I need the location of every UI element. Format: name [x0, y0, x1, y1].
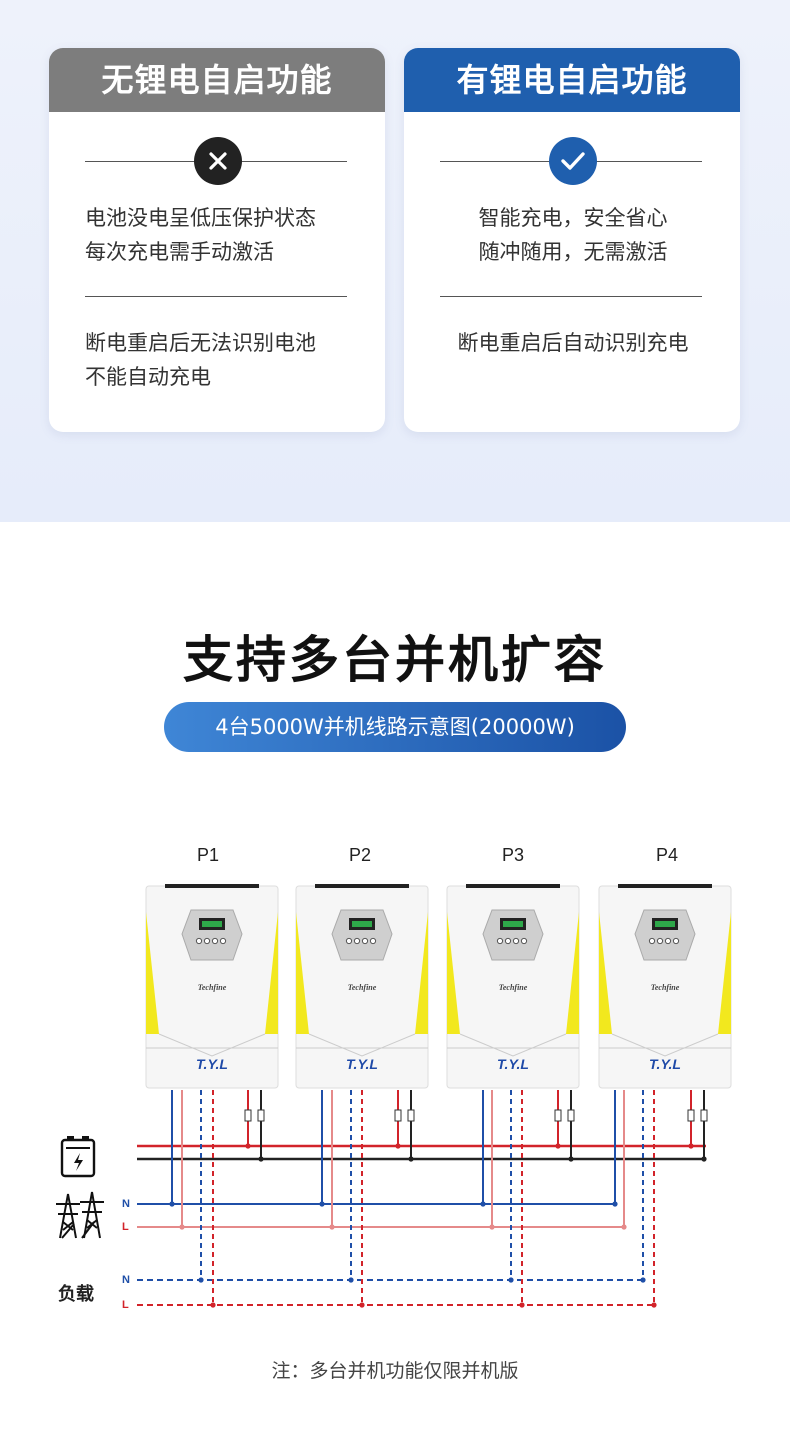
card-title: 无锂电自启功能 [49, 48, 385, 112]
inverter-p3: Techfine T.Y.L [446, 884, 580, 1089]
unit-wiring-p4 [614, 1090, 708, 1305]
card-without-lithium-autostart: 无锂电自启功能 电池没电呈低压保护状态 每次充电需手动激活 断电重启后无法识别电… [49, 48, 385, 432]
load-label: 负载 [58, 1284, 94, 1305]
power-tower-icon [56, 1191, 104, 1239]
card-with-lithium-autostart: 有锂电自启功能 智能充电，安全省心 随冲随用，无需激活 断电重启后自动识别充电 [404, 48, 740, 432]
card-title: 有锂电自启功能 [404, 48, 740, 112]
logo: T.Y.L [649, 1056, 681, 1072]
inverter-p2: Techfine T.Y.L [295, 884, 429, 1089]
check-mark-icon [549, 137, 597, 185]
brand-label: Techfine [197, 983, 227, 992]
inverter-p1: Techfine T.Y.L [145, 884, 279, 1089]
load-l-label: L [122, 1299, 129, 1311]
brand-label: Techfine [347, 983, 377, 992]
divider [85, 296, 347, 297]
brand-label: Techfine [650, 983, 680, 992]
diagram-subtitle-pill: 4台5000W并机线路示意图(20000W) [164, 702, 626, 752]
wiring-diagram [56, 1090, 708, 1308]
footnote: 注：多台并机功能仅限并机版 [271, 1360, 519, 1382]
logo: T.Y.L [196, 1056, 228, 1072]
logo: T.Y.L [346, 1056, 378, 1072]
card-text-line: 智能充电，安全省心 [478, 206, 668, 230]
card-text-line: 每次充电需手动激活 [85, 240, 274, 264]
card-text-line: 断电重启后自动识别充电 [457, 331, 689, 355]
grid-n-label: N [122, 1198, 130, 1210]
battery-icon [60, 1136, 96, 1178]
divider [440, 296, 702, 297]
unit-wiring-p3 [482, 1090, 575, 1305]
card-text-line: 电池没电呈低压保护状态 [85, 206, 316, 230]
unit-label-p2: P2 [348, 845, 372, 865]
card-text-line: 断电重启后无法识别电池 [85, 331, 316, 355]
x-mark-icon [194, 137, 242, 185]
unit-wiring-p1 [171, 1090, 265, 1305]
card-text-line: 随冲随用，无需激活 [478, 240, 668, 264]
unit-label-p1: P1 [196, 845, 220, 865]
logo: T.Y.L [497, 1056, 529, 1072]
brand-label: Techfine [498, 983, 528, 992]
grid-l-label: L [122, 1221, 129, 1233]
section-title: 支持多台并机扩容 [183, 631, 607, 689]
inverter-p4: Techfine T.Y.L [598, 884, 732, 1089]
unit-label-p3: P3 [501, 845, 525, 865]
unit-label-p4: P4 [655, 845, 679, 865]
card-text-line: 不能自动充电 [85, 365, 211, 389]
load-n-label: N [122, 1274, 130, 1286]
unit-wiring-p2 [321, 1090, 415, 1305]
